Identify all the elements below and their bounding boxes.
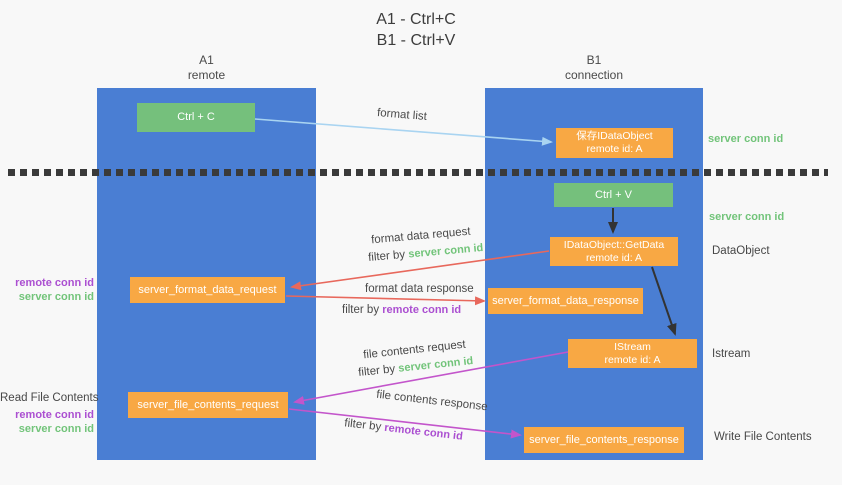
annotation-read-file-contents: Read File Contents	[0, 392, 99, 404]
lane-b1-sub: connection	[564, 67, 624, 82]
node-file-response-label: server_file_contents_response	[529, 433, 679, 446]
server-conn-id-text: server conn id	[407, 241, 484, 261]
remote-conn-id-text: remote conn id	[382, 304, 462, 316]
lane-header-a1: A1 remote	[97, 53, 316, 82]
node-ctrl-v-label: Ctrl + V	[595, 188, 632, 201]
node-getdata-line2: remote id: A	[585, 251, 643, 264]
node-save-idataobject: 保存IDataObject remote id: A	[556, 128, 673, 158]
lane-a1-name: A1	[199, 53, 214, 67]
annotation-remote-conn-id-file: remote conn id	[15, 409, 94, 421]
edge-label-file-contents-response: file contents response	[375, 388, 489, 414]
annotation-write-file-contents: Write File Contents	[714, 431, 812, 443]
node-format-response-label: server_format_data_response	[492, 294, 639, 307]
lane-b1-name: B1	[586, 53, 602, 67]
node-idataobject-getdata: IDataObject::GetData remote id: A	[550, 237, 678, 266]
filter-by-text: filter by	[367, 248, 409, 265]
lane-a1-sub: remote	[187, 67, 226, 82]
filter-by-text: filter by	[357, 362, 399, 380]
filter-by-text: filter by	[343, 417, 386, 434]
node-istream-line1: IStream	[614, 340, 651, 353]
title-line-1: A1 - Ctrl+C	[376, 11, 456, 28]
node-istream: IStream remote id: A	[568, 339, 697, 368]
edge-label-filter-by-remote-2: filter by remote conn id	[344, 417, 464, 442]
node-getdata-line1: IDataObject::GetData	[563, 238, 665, 251]
node-server-format-data-request: server_format_data_request	[130, 277, 285, 303]
node-ctrl-c: Ctrl + C	[137, 103, 255, 132]
node-format-request-label: server_format_data_request	[138, 283, 277, 296]
annotation-remote-conn-id-format: remote conn id	[15, 277, 94, 289]
node-server-file-contents-response: server_file_contents_response	[524, 427, 684, 453]
filter-by-text: filter by	[342, 304, 383, 316]
annotation-server-conn-id-file: server conn id	[18, 423, 94, 435]
machine-separator-dotted-line	[8, 169, 828, 176]
node-save-idataobject-line1: 保存IDataObject	[576, 130, 653, 142]
diagram-title: A1 - Ctrl+C B1 - Ctrl+V	[0, 9, 832, 51]
edge-label-format-data-response: format data response	[365, 283, 474, 295]
server-conn-id-text: server conn id	[397, 354, 474, 375]
node-ctrl-v: Ctrl + V	[554, 183, 673, 207]
annotation-server-conn-id-mid: server conn id	[709, 211, 785, 223]
node-server-file-contents-request: server_file_contents_request	[128, 392, 288, 418]
node-file-request-label: server_file_contents_request	[137, 398, 279, 411]
annotation-istream: Istream	[712, 348, 751, 360]
edge-label-filter-by-remote-1: filter by remote conn id	[342, 304, 461, 316]
remote-conn-id-text: remote conn id	[383, 421, 464, 443]
edge-label-format-list: format list	[376, 107, 428, 123]
annotation-server-conn-id-top: server conn id	[708, 133, 784, 145]
edge-label-format-data-request: format data request	[370, 225, 472, 247]
node-istream-line2: remote id: A	[604, 353, 661, 366]
node-server-format-data-response: server_format_data_response	[488, 288, 643, 314]
edge-label-filter-by-server-1: filter by server conn id	[368, 242, 484, 264]
annotation-server-conn-id-format: server conn id	[18, 291, 94, 303]
node-save-idataobject-line2: remote id: A	[586, 143, 643, 155]
title-line-2: B1 - Ctrl+V	[376, 32, 456, 49]
node-ctrl-c-label: Ctrl + C	[177, 111, 215, 123]
annotation-dataobject: DataObject	[712, 245, 770, 257]
lane-header-b1: B1 connection	[485, 53, 703, 82]
